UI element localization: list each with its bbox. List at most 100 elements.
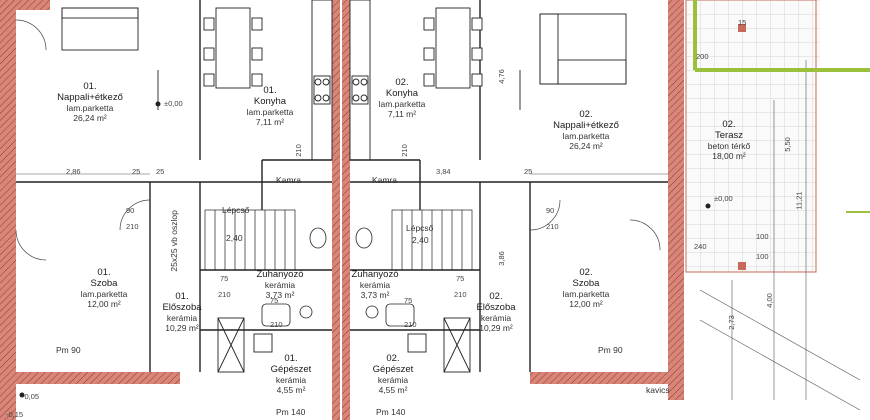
room-name: Szoba: [572, 277, 600, 289]
room-area: 26,24 m²: [73, 112, 107, 123]
dimension-label: 75: [456, 274, 465, 283]
room-szoba-2: 02. Szoba lam.parketta 12,00 m²: [548, 267, 624, 309]
wall-top-left-corner: [0, 0, 50, 10]
room-number: 01.: [83, 81, 97, 92]
room-floor: beton térkő: [707, 140, 751, 151]
room-number: 02.: [722, 119, 736, 130]
room-name: Zuhanyozó: [351, 269, 399, 280]
room-number: 02.: [386, 353, 400, 364]
dimension-label: 75: [220, 274, 229, 283]
dimension-label: 25: [132, 167, 141, 176]
room-floor: kerámia: [377, 374, 409, 385]
room-gepeszet-1: 01. Gépészet kerámia 4,55 m²: [256, 353, 326, 395]
room-gepeszet-2: 02. Gépészet kerámia 4,55 m²: [358, 353, 428, 395]
room-area: 3,73 m²: [265, 289, 295, 300]
dimension-label: 210: [546, 222, 559, 231]
dimension-label: 210: [404, 320, 417, 329]
room-floor: lam.parketta: [378, 98, 426, 109]
wall-left: [0, 0, 16, 420]
room-nappali-1: 01. Nappali+étkező lam.parketta 26,24 m²: [40, 81, 140, 123]
room-name: Gépészet: [372, 363, 414, 375]
room-floor: kerámia: [264, 279, 296, 290]
room-konyha-2: 02. Konyha lam.parketta 7,11 m²: [362, 77, 442, 119]
room-name: Nappali+étkező: [553, 119, 619, 131]
room-area: 10,29 m²: [479, 322, 513, 333]
room-name: Szoba: [90, 277, 118, 289]
level-mark: ±0,00: [714, 194, 733, 203]
label-kamra-1: Kamra: [276, 175, 302, 185]
level-mark: ±0,00: [164, 99, 183, 108]
dimension-label: 240: [694, 242, 707, 251]
room-name: Gépészet: [270, 363, 312, 375]
dimension-label: 4,76: [496, 69, 506, 84]
label-lepcso-1: Lépcső: [222, 205, 250, 215]
room-area: 26,24 m²: [569, 140, 603, 151]
room-konyha-1: 01. Konyha lam.parketta 7,11 m²: [230, 85, 310, 127]
dimension-label: 90: [546, 206, 555, 215]
room-nappali-2: 02. Nappali+étkező lam.parketta 26,24 m²: [536, 109, 636, 151]
terrace-tiles-top: [700, 0, 820, 62]
label-kamra-2: Kamra: [372, 175, 398, 185]
wall-right: [668, 0, 684, 400]
room-floor: kerámia: [359, 279, 391, 290]
room-floor: lam.parketta: [246, 106, 294, 117]
room-number: 02.: [395, 77, 409, 88]
room-area: 10,29 m²: [165, 322, 199, 333]
label-lepcso-2: Lépcső: [406, 223, 434, 233]
label-kavics: kavics: [646, 385, 670, 395]
wall-bottom-right: [530, 372, 684, 384]
label-pm90-right: Pm 90: [598, 345, 623, 355]
dimension-label: 3,86: [496, 251, 506, 266]
room-floor: kerámia: [480, 312, 512, 323]
dimension-label: 100: [756, 232, 769, 241]
label-stair-area-1: 2,40: [226, 233, 243, 243]
dimension-label: 4,00: [764, 293, 774, 308]
room-area: 3,73 m²: [360, 289, 390, 300]
room-number: 01.: [97, 267, 111, 278]
level-mark: -0,05: [22, 392, 40, 401]
room-number: 01.: [175, 291, 189, 302]
room-floor: kerámia: [166, 312, 198, 323]
dimension-label: 11,21: [794, 191, 804, 210]
label-stair-area-2: 2,40: [412, 235, 429, 245]
room-name: Zuhanyozó: [256, 269, 304, 280]
room-zuhany-1: Zuhanyozó kerámia 3,73 m²: [240, 269, 320, 300]
room-zuhany-2: Zuhanyozó kerámia 3,73 m²: [340, 269, 410, 300]
room-terasz-2: 02. Terasz beton térkő 18,00 m²: [694, 119, 764, 161]
room-name: Előszoba: [476, 301, 516, 313]
room-name: Terasz: [715, 129, 743, 141]
dimension-label: 25: [524, 167, 533, 176]
label-pm90-left: Pm 90: [56, 345, 81, 355]
dimension-label: 2,73: [726, 315, 736, 330]
dimension-label: 5,50: [782, 137, 792, 152]
room-name: Konyha: [253, 95, 287, 107]
room-floor: lam.parketta: [66, 102, 114, 113]
room-area: 4,55 m²: [378, 384, 408, 395]
wall-mid-right: [342, 0, 350, 420]
dimension-label: 90: [126, 206, 135, 215]
label-pillar: 25x25 vb oszlop: [169, 210, 180, 272]
dimension-label: 210: [126, 222, 139, 231]
room-area: 12,00 m²: [87, 298, 121, 309]
room-floor: lam.parketta: [80, 288, 128, 299]
room-name: Konyha: [385, 87, 419, 99]
room-name: Nappali+étkező: [57, 91, 123, 103]
room-area: 7,11 m²: [387, 108, 417, 119]
room-number: 02.: [489, 291, 503, 302]
dimension-label: 210: [399, 144, 409, 157]
dimension-label: 75: [404, 296, 413, 305]
room-number: 02.: [579, 267, 593, 278]
label-pm140-right: Pm 140: [376, 407, 406, 417]
room-eloszoba-1: 01. Előszoba kerámia 10,29 m²: [152, 291, 212, 333]
wall-bottom-left: [0, 372, 180, 384]
dimension-label: 2,86: [66, 167, 81, 176]
dimension-label: 3,84: [436, 167, 451, 176]
room-number: 01.: [263, 85, 277, 96]
room-area: 7,11 m²: [255, 116, 285, 127]
room-area: 18,00 m²: [712, 150, 746, 161]
dimension-label: 210: [270, 320, 283, 329]
room-area: 4,55 m²: [276, 384, 306, 395]
room-floor: lam.parketta: [562, 130, 610, 141]
dimension-label: 210: [293, 144, 303, 157]
